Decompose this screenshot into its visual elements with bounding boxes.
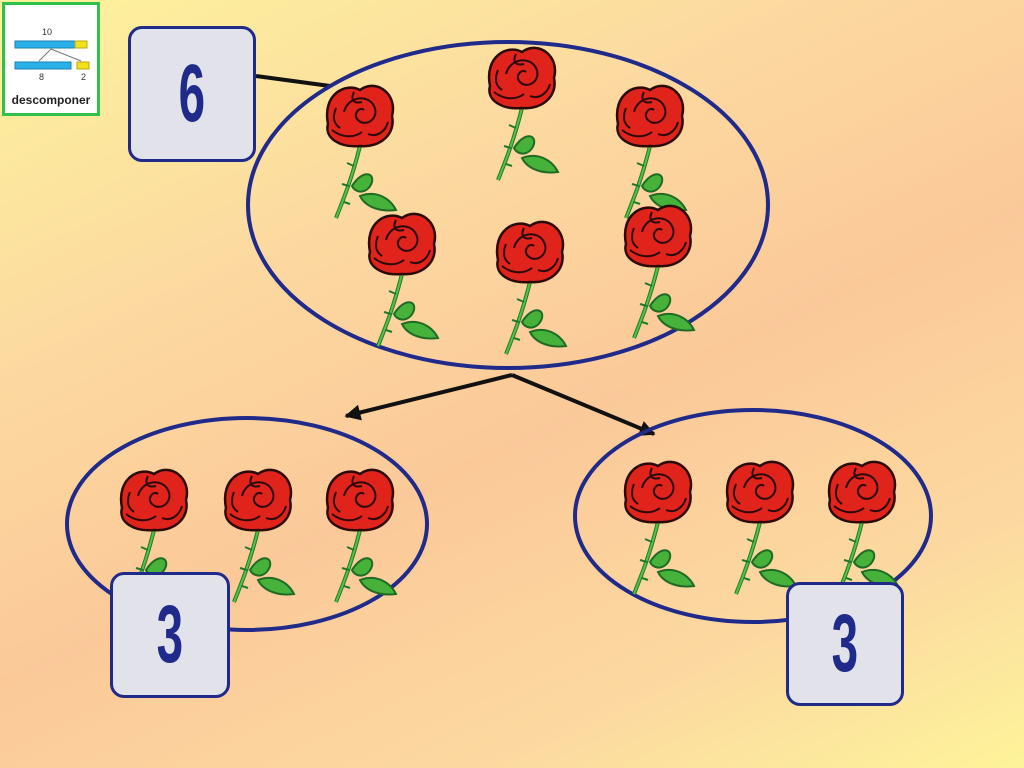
rose-icon: [827, 459, 900, 596]
left-part-ellipse: [65, 416, 429, 632]
right-part-ellipse: [573, 408, 933, 624]
left-split-arrow: [344, 373, 513, 421]
logo-left-number: 8: [39, 72, 45, 82]
right-part-number-badge: 3: [786, 582, 904, 706]
total-number: 6: [178, 48, 206, 139]
logo-caption: descomponer: [11, 93, 91, 107]
rose-icon: [223, 467, 296, 604]
rose-icon: [325, 83, 398, 221]
rose-icon: [325, 467, 398, 604]
descomponer-logo[interactable]: 10 8 2 descomponer: [2, 2, 100, 116]
rose-icon: [495, 219, 568, 356]
right-part-number: 3: [831, 598, 859, 689]
number-decomposition-icon: [14, 40, 90, 70]
rose-icon: [623, 203, 696, 340]
total-connector-line: [255, 74, 331, 88]
logo-top-number: 10: [42, 27, 53, 37]
total-number-badge: 6: [128, 26, 256, 162]
rose-icon: [725, 459, 798, 596]
rose-icon: [367, 211, 440, 348]
left-part-number: 3: [156, 589, 184, 680]
rose-icon: [487, 45, 560, 183]
whole-set-ellipse: [246, 40, 770, 370]
logo-right-number: 2: [81, 72, 87, 82]
right-split-arrow: [511, 373, 656, 436]
left-part-number-badge: 3: [110, 572, 230, 698]
rose-icon: [615, 83, 688, 221]
rose-icon: [623, 459, 696, 596]
